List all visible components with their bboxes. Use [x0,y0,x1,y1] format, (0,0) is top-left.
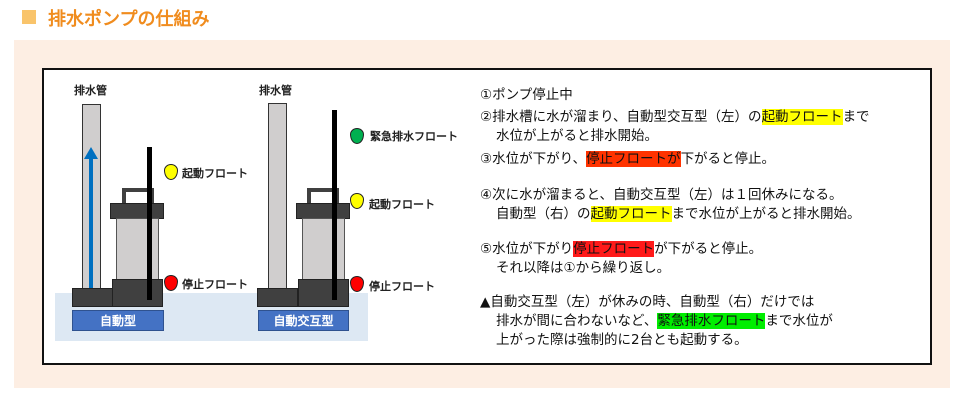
highlight-start-float: 起動フロート [761,109,843,125]
step-5: ⑤水位が下がり停止フロートが下がると停止。 それ以降は①から繰り返し。 [480,240,762,278]
title-square-icon [22,10,36,24]
step-1: ①ポンプ停止中 [480,87,573,103]
stop-float-icon [164,275,178,291]
step-text: まで [842,109,870,125]
pump-handle [307,188,339,204]
drain-pipe [268,103,287,290]
step-text: それ以降は①から繰り返し。 [496,260,671,276]
step-text: ▲自動交互型（左）が休みの時、自動型（右）だけでは [480,294,815,310]
pump-base [298,279,349,307]
step-text: ②排水槽に水が溜まり、自動型交互型（左）の [480,109,762,125]
step-text: ③水位が下がり、 [480,151,587,167]
stop-float-label: 停止フロート [182,278,248,291]
flow-arrow-icon [89,158,93,288]
step-text: まで水位が上がると排水開始。 [671,206,861,222]
step-text: 水位が上がると排水開始。 [496,128,658,144]
pump-handle [122,188,154,204]
float-rod [147,147,152,300]
pump-body [302,218,345,280]
step-text: 下がると停止。 [680,151,776,167]
start-float-label: 起動フロート [369,198,435,211]
pipe-base [72,288,113,307]
step-text: 自動型（右）の [496,206,591,222]
stop-float-label: 停止フロート [369,280,435,293]
highlight-stop-float: 停止フロートが [586,151,681,167]
emergency-float-icon [350,128,364,144]
float-rod [332,110,337,300]
step-4: ④次に水が溜まると、自動交互型（左）は１回休みになる。 自動型（右）の起動フロー… [480,186,861,224]
highlight-start-float: 起動フロート [590,206,672,222]
highlight-stop-float: 停止フロート [573,241,655,257]
highlight-emergency-float: 緊急排水フロート [657,313,766,329]
drain-pipe-label: 排水管 [74,84,107,97]
step-text: ⑤水位が下がり [480,241,574,257]
step-text: が下がると停止。 [654,241,763,257]
step-3: ③水位が下がり、停止フロートが下がると停止。 [480,150,775,169]
alternating-type-tag: 自動交互型 [258,310,349,331]
pump-top [296,203,350,219]
step-text: ④次に水が溜まると、自動交互型（左）は１回休みになる。 [480,187,843,203]
step-text: まで水位が [765,313,833,329]
page-title: 排水ポンプの仕組み [48,9,210,30]
drain-pipe-label: 排水管 [259,84,292,97]
auto-type-tag: 自動型 [72,310,164,331]
arrow-head-icon [84,147,98,159]
pump-base [112,279,163,307]
step-2: ②排水槽に水が溜まり、自動型交互型（左）の起動フロートまで 水位が上がると排水開… [480,108,870,146]
start-float-icon [164,164,178,180]
emergency-float-label: 緊急排水フロート [370,130,458,143]
step-text: 排水が間に合わないなど、 [496,313,658,329]
step-text: 上がった際は強制的に2台とも起動する。 [496,332,748,348]
pipe-base [257,288,298,307]
pump-body [116,218,159,280]
start-float-icon [350,193,364,209]
start-float-label: 起動フロート [182,167,248,180]
pump-top [110,203,164,219]
stop-float-icon [350,276,364,292]
note: ▲自動交互型（左）が休みの時、自動型（右）だけでは 排水が間に合わないなど、緊急… [480,293,833,350]
